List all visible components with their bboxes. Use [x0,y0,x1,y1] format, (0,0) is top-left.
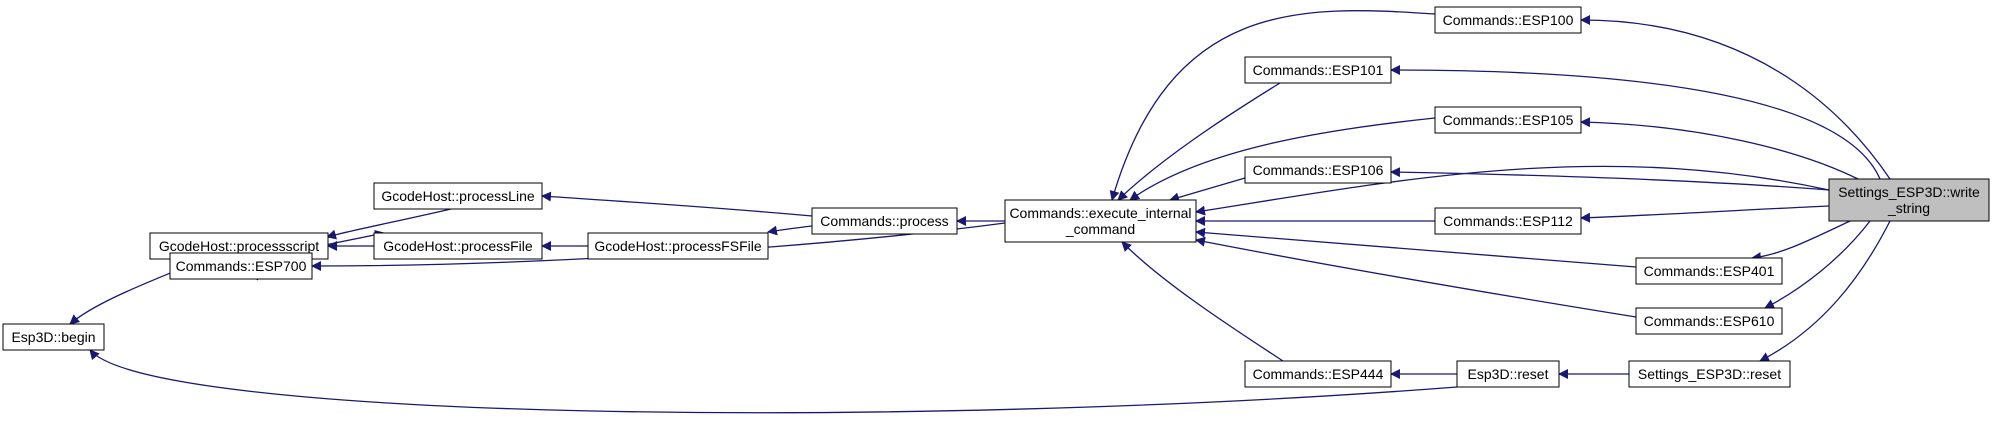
edge-write_string-to-settings_reset [1759,220,1891,362]
node-box [811,207,958,235]
node-layer: Esp3D::beginGcodeHost::processscriptComm… [2,6,1990,388]
node-box [1434,207,1582,235]
node-box [1456,360,1560,388]
node-esp401[interactable]: Commands::ESP401 [1635,257,1783,285]
node-execute[interactable]: Commands::execute_internal_command [1004,199,1197,243]
edge-write_string-to-esp101 [1390,65,1881,180]
edge-write_string-to-execute [1195,165,1830,216]
edge-layer [69,10,1891,414]
node-write_string[interactable]: Settings_ESP3D::write_string [1828,178,1990,222]
node-label: Commands::ESP700 [176,258,307,274]
edge-esp401-to-execute [1195,227,1637,268]
edge-write_string-to-esp105 [1580,117,1861,181]
node-label: Commands::ESP101 [1253,62,1384,78]
edge-write_string-to-esp610 [1764,220,1871,309]
node-process[interactable]: Commands::process [811,207,958,235]
node-label: Commands::ESP610 [1644,313,1775,329]
edge-esp444-to-execute [1121,241,1284,362]
node-esp3d_reset[interactable]: Esp3D::reset [1456,360,1560,388]
edge-write_string-to-esp401 [1751,220,1851,263]
node-esp112[interactable]: Commands::ESP112 [1434,207,1582,235]
edge-process-to-processline [541,191,813,217]
node-label: _command [1065,221,1135,237]
node-box [373,182,543,210]
node-esp610[interactable]: Commands::ESP610 [1635,307,1783,335]
node-label: GcodeHost::processLine [381,188,535,204]
node-esp100[interactable]: Commands::ESP100 [1434,6,1582,34]
node-label: Commands::ESP444 [1253,366,1384,382]
edge-write_string-to-esp100 [1580,15,1891,180]
node-box [587,232,769,260]
node-esp700[interactable]: Commands::ESP700 [169,252,313,280]
node-processfile[interactable]: GcodeHost::processFile [373,232,543,260]
node-box [1628,360,1791,388]
node-box [2,323,105,351]
node-box [1434,106,1582,134]
node-esp106[interactable]: Commands::ESP106 [1244,156,1392,184]
node-box [1635,307,1783,335]
edge-esp105-to-execute [1129,117,1436,201]
node-label: GcodeHost::processFSFile [594,238,761,254]
edge-esp106-to-execute [1169,177,1246,203]
node-label: Commands::ESP100 [1443,12,1574,28]
edge-esp610-to-execute [1195,236,1637,318]
node-label: Commands::ESP105 [1443,112,1574,128]
edge-esp100-to-execute [1109,10,1436,201]
node-label: Settings_ESP3D::write [1838,184,1980,200]
edge-write_string-to-esp112 [1580,205,1830,223]
node-label: Commands::ESP106 [1253,162,1384,178]
node-label: _string [1887,200,1930,216]
node-box [1004,199,1197,243]
node-settings_reset[interactable]: Settings_ESP3D::reset [1628,360,1791,388]
node-label: Commands::execute_internal [1009,205,1191,221]
node-processfsfile[interactable]: GcodeHost::processFSFile [587,232,769,260]
node-box [1828,178,1990,222]
node-label: Settings_ESP3D::reset [1638,366,1781,382]
node-esp444[interactable]: Commands::ESP444 [1244,360,1392,388]
node-box [1244,156,1392,184]
edge-process-to-processfsfile [767,225,813,236]
node-box [1244,360,1392,388]
node-box [1434,6,1582,34]
edge-esp3d_reset-to-esp3d_begin [89,349,1458,414]
node-label: Esp3D::begin [11,329,95,345]
node-label: Esp3D::reset [1468,366,1549,382]
node-box [169,252,313,280]
node-label: GcodeHost::processFile [383,238,533,254]
node-box [373,232,543,260]
node-box [1635,257,1783,285]
node-box [1244,56,1392,84]
node-label: Commands::ESP112 [1443,213,1573,229]
edge-processline-to-processscript [326,208,452,240]
node-esp105[interactable]: Commands::ESP105 [1434,106,1582,134]
edge-esp101-to-execute [1117,82,1281,201]
edge-write_string-to-esp106 [1390,167,1830,191]
node-processline[interactable]: GcodeHost::processLine [373,182,543,210]
node-label: Commands::ESP401 [1644,263,1775,279]
node-label: Commands::process [820,213,948,229]
node-esp3d_begin[interactable]: Esp3D::begin [2,323,105,351]
node-label: GcodeHost::processscript [159,238,319,254]
node-esp101[interactable]: Commands::ESP101 [1244,56,1392,84]
